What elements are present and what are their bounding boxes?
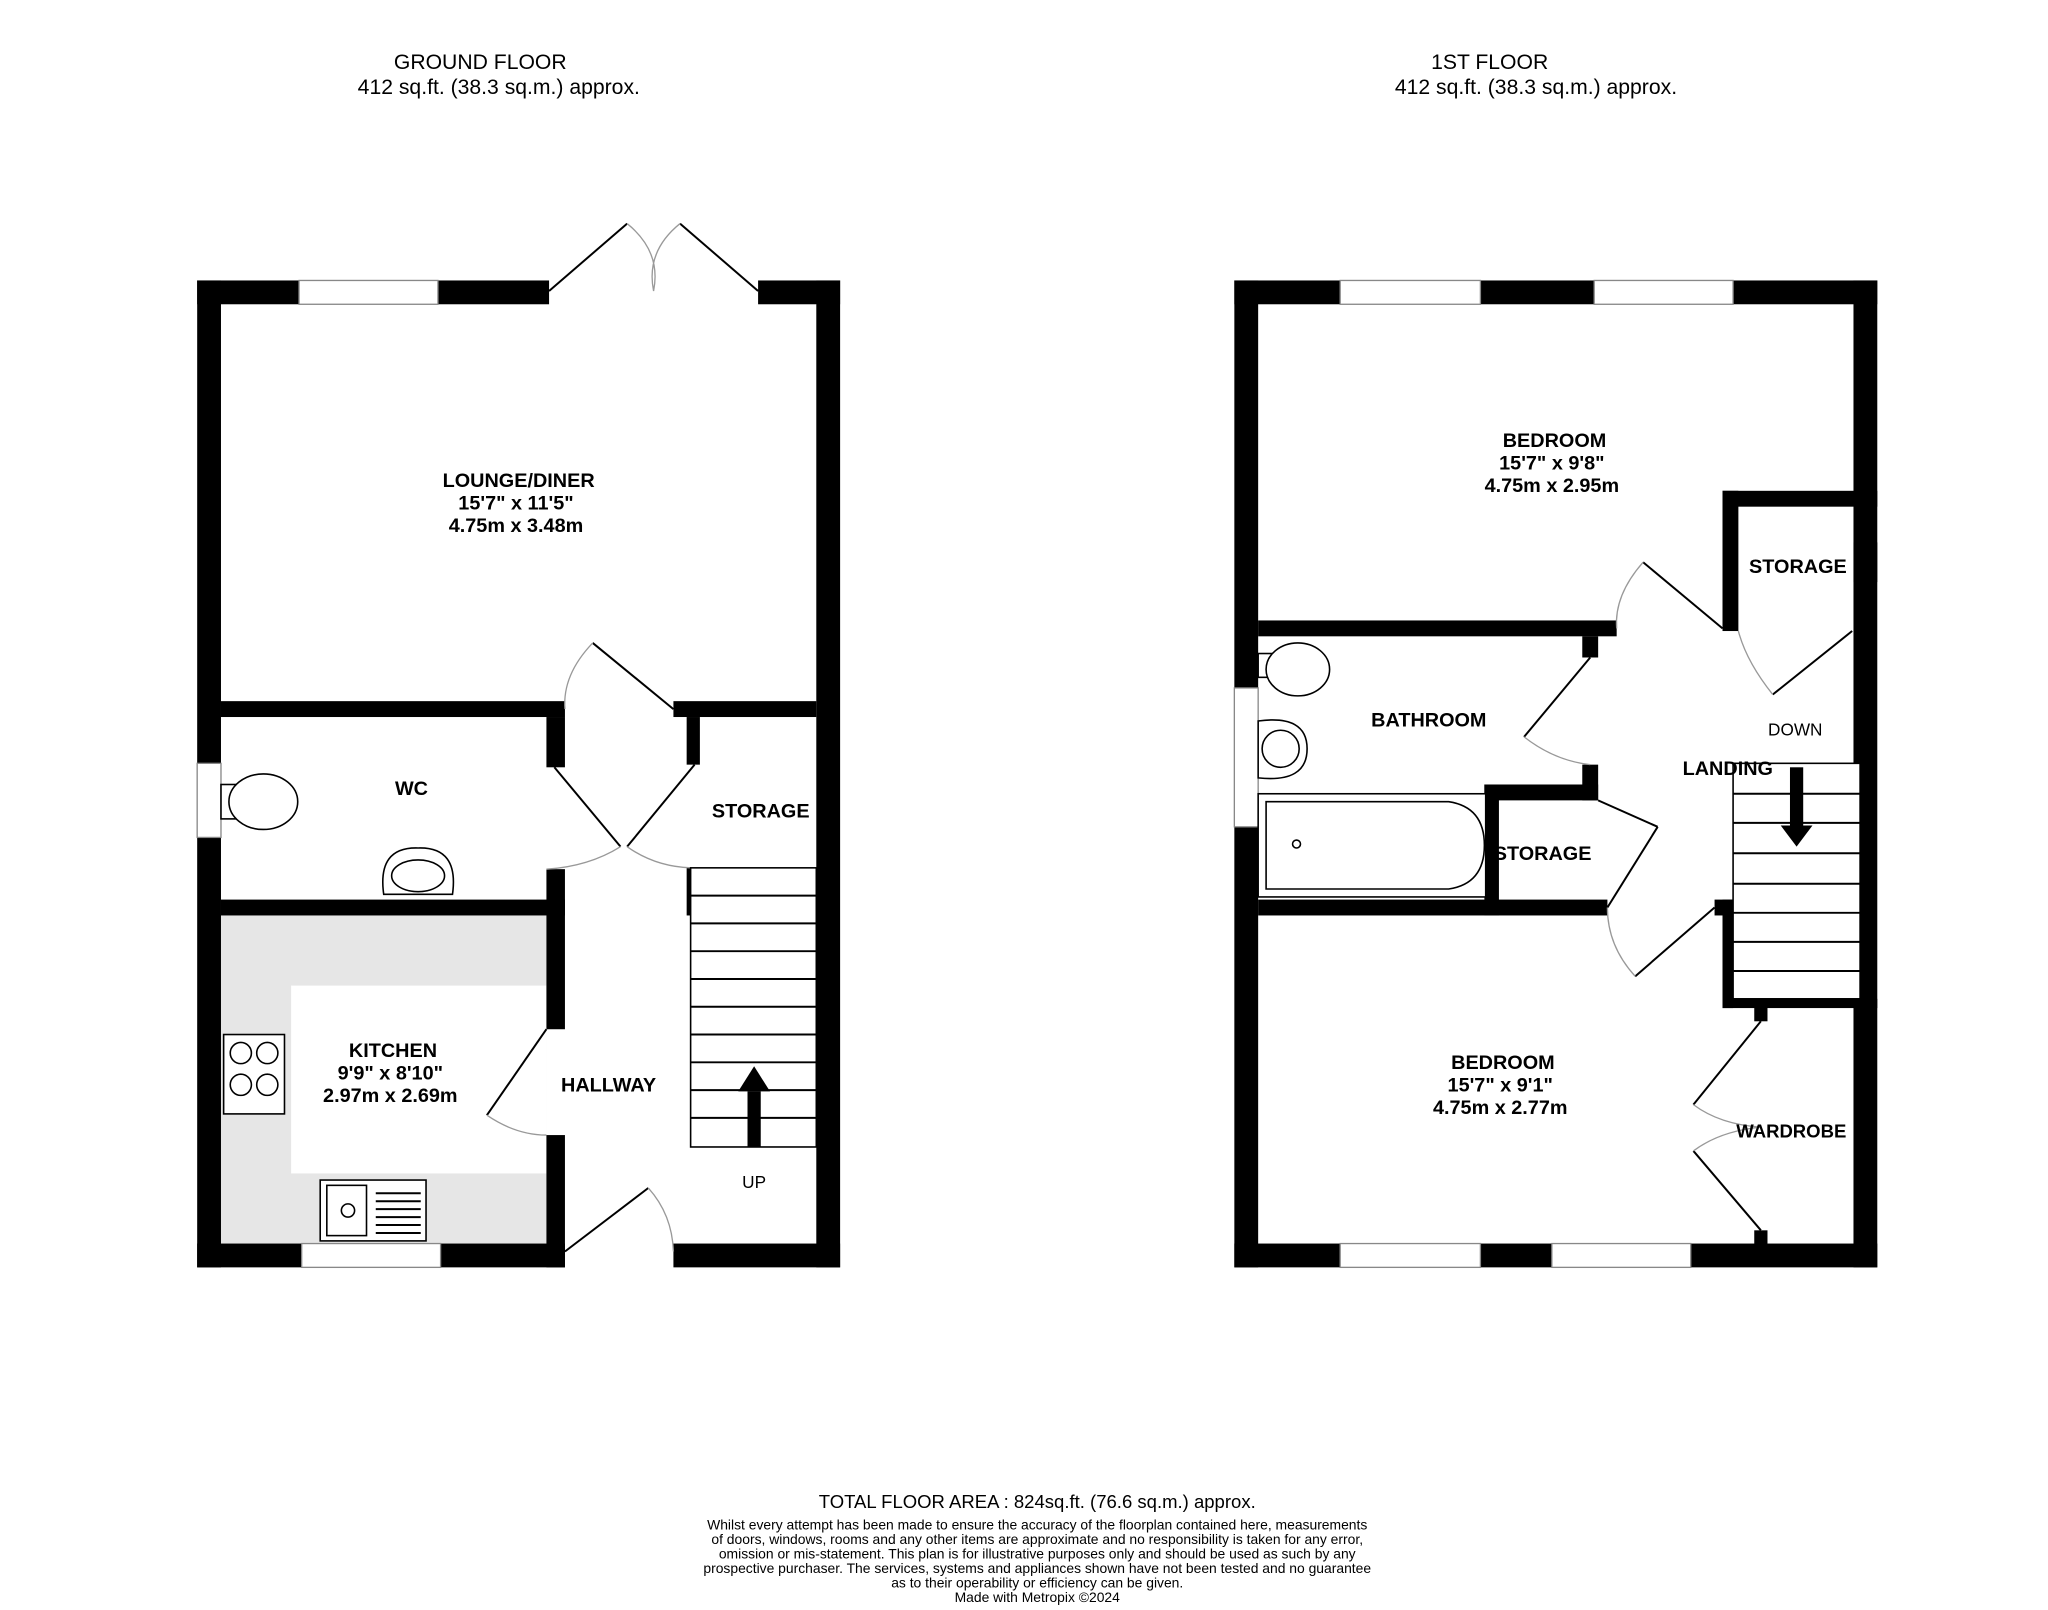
window [298,279,439,305]
footer: TOTAL FLOOR AREA : 824sq.ft. (76.6 sq.m.… [703,1491,1371,1605]
room-imperial: 9'9" x 8'10" [338,1063,443,1085]
room-name: WC [395,778,428,800]
disclaimer-line: of doors, windows, rooms and any other i… [711,1531,1363,1547]
room-name: STORAGE [712,801,810,823]
doors [486,222,759,1253]
window [1339,279,1482,305]
room-name: LANDING [1683,758,1773,780]
window [1593,279,1734,305]
room-name: STORAGE [1494,843,1592,865]
room-name: BEDROOM [1503,430,1607,452]
basin-icon [1257,719,1308,780]
room-name: KITCHEN [349,1040,437,1062]
room-name: HALLWAY [561,1074,656,1096]
room-metric: 4.75m x 2.77m [1433,1097,1567,1119]
room-metric: 2.97m x 2.69m [323,1085,458,1107]
hob-icon [222,1033,286,1115]
ground-floor-title: GROUND FLOOR [394,51,567,74]
walls [197,280,841,1268]
toilet-icon [1257,642,1331,697]
stairs-label: DOWN [1768,720,1822,740]
first-floor-plan: BEDROOM 15'7" x 9'8" 4.75m x 2.95m STORA… [1233,279,1878,1269]
disclaimer-line: omission or mis-statement. This plan is … [719,1545,1356,1561]
ground-floor-plan: LOUNGE/DINER 15'7" x 11'5" 4.75m x 3.48m… [196,222,841,1269]
room-imperial: 15'7" x 11'5" [458,492,573,514]
stairs [689,867,818,1148]
window [1339,1242,1482,1269]
room-name: STORAGE [1749,556,1847,578]
first-floor-title: 1ST FLOOR [1431,51,1548,74]
window [196,762,222,839]
basin-icon [382,847,455,896]
doors [1523,561,1853,1231]
sink-icon [319,1179,427,1242]
room-name: BEDROOM [1451,1052,1555,1074]
stairs-label: UP [742,1172,766,1192]
room-metric: 4.75m x 3.48m [449,515,584,537]
room-name: BATHROOM [1371,709,1486,731]
room-name: LOUNGE/DINER [443,470,595,492]
window [1233,687,1259,828]
disclaimer-line: prospective purchaser. The services, sys… [703,1560,1371,1576]
window [1551,1242,1692,1269]
room-imperial: 15'7" x 9'1" [1448,1074,1553,1096]
ground-floor-area: 412 sq.ft. (38.3 sq.m.) approx. [358,76,640,99]
stairs [1732,762,1861,1000]
disclaimer-line: Whilst every attempt has been made to en… [707,1516,1367,1532]
disclaimer-line: as to their operability or efficiency ca… [891,1575,1183,1591]
first-floor-area: 412 sq.ft. (38.3 sq.m.) approx. [1395,76,1677,99]
window [301,1242,442,1269]
arrow-up-icon [738,1066,770,1092]
credit: Made with Metropix ©2024 [955,1589,1121,1605]
room-imperial: 15'7" x 9'8" [1499,453,1604,475]
bath-icon [1257,792,1487,898]
room-metric: 4.75m x 2.95m [1485,475,1619,497]
total-floor-area: TOTAL FLOOR AREA : 824sq.ft. (76.6 sq.m.… [819,1491,1256,1512]
room-name: WARDROBE [1736,1121,1846,1142]
arrow-down-icon [1780,825,1813,847]
toilet-icon [220,773,299,831]
